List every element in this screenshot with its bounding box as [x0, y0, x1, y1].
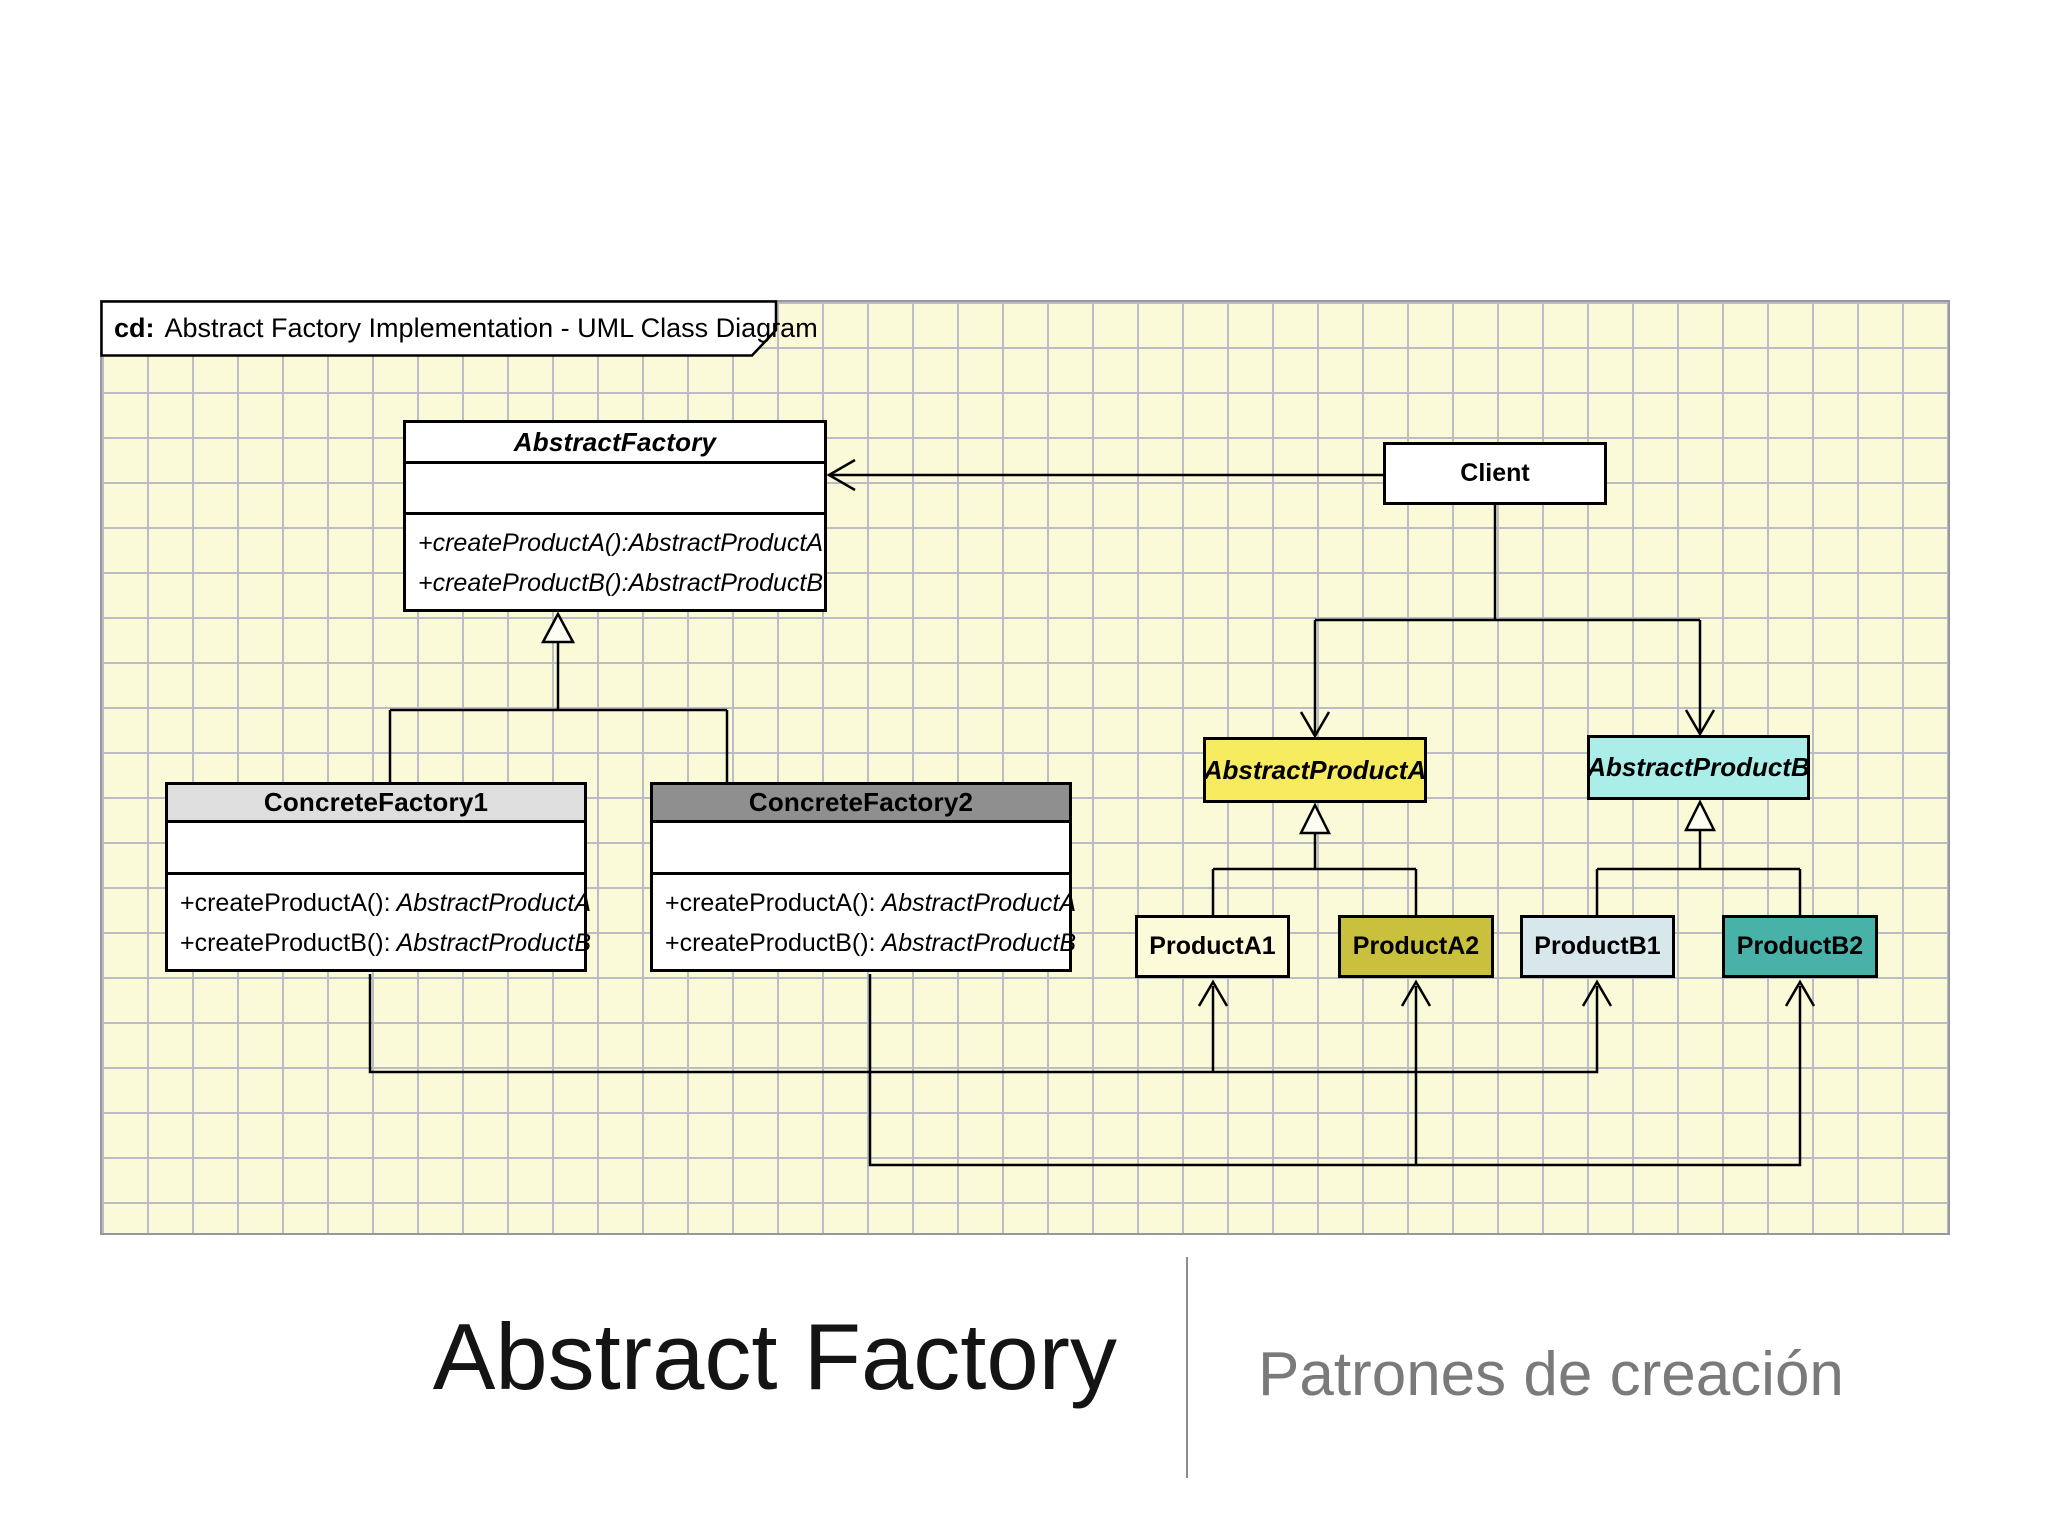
class-title: ProductA1 — [1149, 932, 1276, 960]
class-productb2: ProductB2 — [1722, 915, 1878, 978]
class-concretefactory2: ConcreteFactory2 +createProductA():Abstr… — [650, 782, 1077, 972]
class-abstractproducta: AbstractProductA — [1203, 737, 1427, 803]
class-title: ProductB1 — [1534, 932, 1661, 960]
operation: +createProductA():AbstractProductA — [180, 889, 592, 917]
class-title: Client — [1460, 459, 1530, 487]
class-client: Client — [1383, 442, 1607, 505]
operation: +createProductB():AbstractProductB — [418, 569, 824, 597]
frame-tab-prefix: cd: — [114, 312, 155, 343]
class-title: AbstractProductA — [1203, 754, 1427, 785]
class-abstractfactory: AbstractFactory +createProductA():Abstra… — [403, 420, 827, 612]
class-title: ConcreteFactory2 — [653, 785, 1069, 820]
class-title: ConcreteFactory1 — [168, 785, 584, 820]
operations-compartment: +createProductA():AbstractProductA +crea… — [653, 872, 1077, 969]
operations-compartment: +createProductA():AbstractProductA +crea… — [168, 872, 592, 969]
operations-compartment: +createProductA():AbstractProductA +crea… — [406, 512, 824, 609]
attributes-compartment — [406, 461, 824, 512]
operation: +createProductA():AbstractProductA — [665, 889, 1077, 917]
class-producta1: ProductA1 — [1135, 915, 1290, 978]
slide-title: Abstract Factory — [432, 1304, 1117, 1409]
frame-tab: cd: Abstract Factory Implementation - UM… — [114, 306, 818, 350]
operation: +createProductA():AbstractProductA — [418, 529, 824, 557]
slide-subtitle: Patrones de creación — [1258, 1340, 1844, 1409]
class-title: AbstractFactory — [513, 426, 717, 457]
class-productb1: ProductB1 — [1520, 915, 1675, 978]
frame-tab-title: Abstract Factory Implementation - UML Cl… — [164, 312, 818, 343]
class-title: ProductB2 — [1736, 932, 1864, 960]
class-title: ProductA2 — [1352, 932, 1480, 960]
class-producta2: ProductA2 — [1338, 915, 1494, 978]
class-concretefactory1: ConcreteFactory1 +createProductA():Abstr… — [165, 782, 592, 972]
footer-divider — [1186, 1257, 1188, 1478]
attributes-compartment — [168, 819, 584, 872]
class-title: AbstractProductB — [1587, 752, 1810, 782]
class-abstractproductb: AbstractProductB — [1587, 735, 1810, 800]
attributes-compartment — [653, 819, 1069, 872]
operation: +createProductB():AbstractProductB — [665, 929, 1077, 957]
operation: +createProductB():AbstractProductB — [180, 929, 592, 957]
